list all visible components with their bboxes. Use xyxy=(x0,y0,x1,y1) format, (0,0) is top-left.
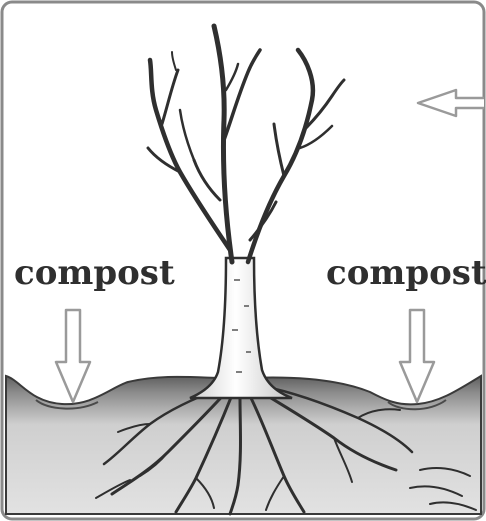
compost-label-right: compost xyxy=(326,256,486,290)
compost-label-left: compost xyxy=(14,256,175,290)
